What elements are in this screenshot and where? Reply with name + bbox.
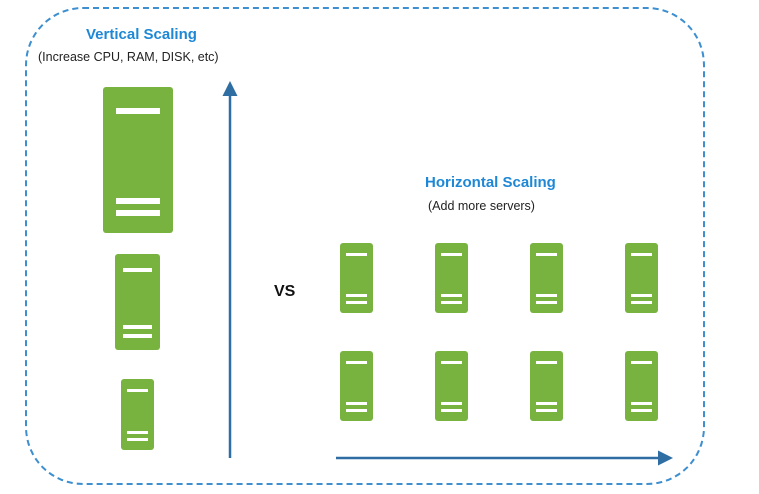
vertical-scaling-title: Vertical Scaling <box>86 26 197 43</box>
horizontal-scaling-title: Horizontal Scaling <box>425 174 556 191</box>
server-horizontal <box>625 243 658 313</box>
server-horizontal <box>340 243 373 313</box>
vs-label: VS <box>274 283 296 300</box>
vertical-scaling-subtitle: (Increase CPU, RAM, DISK, etc) <box>38 50 219 64</box>
server-medium <box>115 254 160 350</box>
server-large <box>103 87 173 233</box>
server-horizontal <box>530 243 563 313</box>
server-horizontal <box>530 351 563 421</box>
diagram-frame <box>25 7 705 485</box>
horizontal-scaling-subtitle: (Add more servers) <box>428 199 535 213</box>
server-horizontal <box>435 243 468 313</box>
server-horizontal <box>625 351 658 421</box>
server-horizontal <box>340 351 373 421</box>
server-horizontal <box>435 351 468 421</box>
server-small <box>121 379 154 450</box>
